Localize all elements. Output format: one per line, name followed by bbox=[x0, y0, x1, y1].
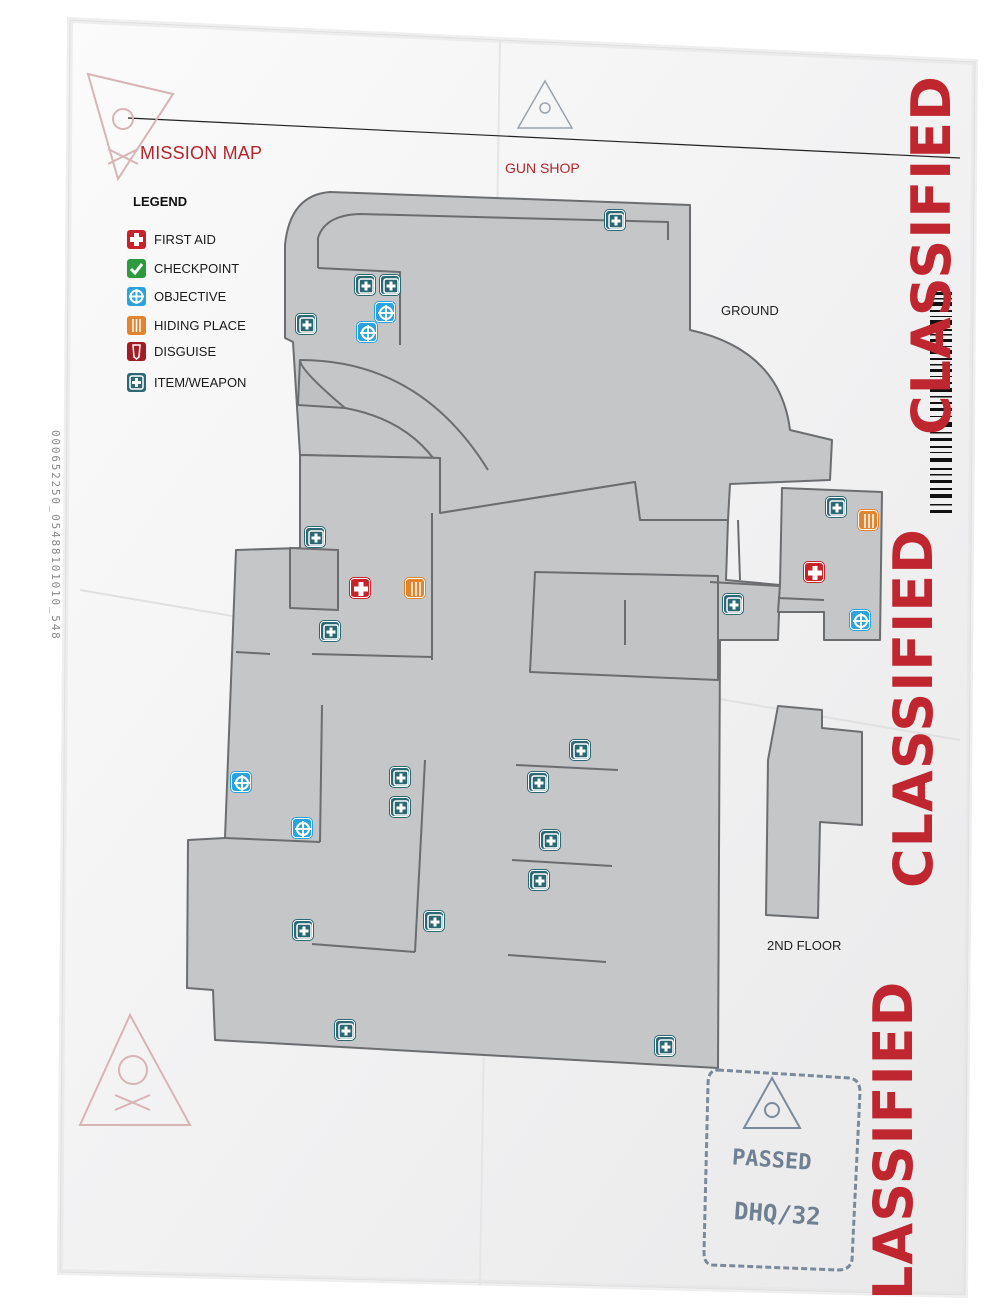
item-weapon-marker-icon bbox=[605, 210, 625, 230]
second-floor-area bbox=[765, 705, 863, 919]
item-weapon-marker-icon bbox=[529, 870, 549, 890]
objective-marker-icon bbox=[292, 818, 312, 838]
item-weapon-marker-icon bbox=[570, 740, 590, 760]
ground-upper-area bbox=[284, 191, 833, 521]
seal-emblem-top-left bbox=[86, 72, 175, 182]
legend-label: CHECKPOINT bbox=[154, 260, 240, 276]
legend-item-first-aid: FIRST AID bbox=[127, 228, 216, 250]
mission-map-title: MISSION MAP bbox=[140, 143, 263, 163]
legend-item-item-weapon: ITEM/WEAPON bbox=[127, 371, 246, 393]
hiding-place-marker-icon bbox=[858, 510, 878, 530]
item-weapon-marker-icon bbox=[305, 527, 325, 547]
ground-label: GROUND bbox=[721, 303, 779, 318]
item-weapon-marker-icon bbox=[296, 314, 316, 334]
gun-shop-label: GUN SHOP bbox=[505, 160, 580, 176]
legend-item-hiding-place: HIDING PLACE bbox=[127, 314, 246, 336]
legend-item-objective: OBJECTIVE bbox=[127, 285, 226, 307]
hiding-place-icon bbox=[127, 315, 146, 335]
legend-label: OBJECTIVE bbox=[154, 288, 227, 304]
item-weapon-marker-icon bbox=[424, 911, 444, 931]
disguise-icon bbox=[127, 341, 146, 361]
hiding-place-marker-icon bbox=[405, 578, 425, 598]
objective-marker-icon bbox=[375, 302, 395, 322]
objective-marker-icon bbox=[850, 610, 870, 630]
ground-right-wing bbox=[777, 487, 883, 641]
passed-stamp bbox=[702, 1068, 862, 1272]
item-weapon-marker-icon bbox=[320, 621, 340, 641]
legend-label: DISGUISE bbox=[154, 343, 217, 359]
item-weapon-marker-icon bbox=[390, 767, 410, 787]
item-weapon-marker-icon bbox=[723, 594, 743, 614]
objective-marker-icon bbox=[357, 322, 377, 342]
item-weapon-marker-icon bbox=[355, 275, 375, 295]
seal-emblem-top-center bbox=[516, 79, 574, 129]
legend-label: HIDING PLACE bbox=[154, 317, 246, 333]
first-aid-icon bbox=[127, 229, 146, 249]
seal-emblem-bottom-left bbox=[78, 1012, 192, 1126]
classified-text-top: CLASSIFIED bbox=[900, 75, 963, 435]
legend-title: LEGEND bbox=[133, 194, 188, 209]
item-weapon-marker-icon bbox=[540, 830, 560, 850]
item-weapon-marker-icon bbox=[528, 772, 548, 792]
barcode bbox=[930, 292, 952, 513]
item-weapon-marker-icon bbox=[335, 1020, 355, 1040]
checkpoint-icon bbox=[127, 258, 146, 278]
item-weapon-marker-icon bbox=[390, 797, 410, 817]
serial-number: 000652250_05488101010_548 bbox=[49, 430, 62, 641]
objective-marker-icon bbox=[231, 772, 251, 792]
legend-item-checkpoint: CHECKPOINT bbox=[127, 257, 239, 279]
item-weapon-icon bbox=[127, 372, 146, 392]
classified-text-middle: CLASSIFIED bbox=[882, 528, 945, 888]
ground-main-area bbox=[186, 454, 781, 1069]
item-weapon-marker-icon bbox=[380, 275, 400, 295]
item-weapon-marker-icon bbox=[293, 920, 313, 940]
second-floor-label: 2ND FLOOR bbox=[767, 938, 842, 953]
first-aid-marker-icon bbox=[350, 578, 370, 598]
item-weapon-marker-icon bbox=[826, 497, 846, 517]
stamp-code: DHQ/32 bbox=[733, 1197, 822, 1231]
first-aid-marker-icon bbox=[804, 562, 824, 582]
legend-label: FIRST AID bbox=[154, 231, 216, 247]
classified-text-bottom: LASSIFIED bbox=[862, 980, 925, 1300]
item-weapon-marker-icon bbox=[655, 1036, 675, 1056]
legend-item-disguise: DISGUISE bbox=[127, 340, 216, 362]
objective-icon bbox=[127, 286, 146, 306]
legend-label: ITEM/WEAPON bbox=[154, 374, 247, 390]
